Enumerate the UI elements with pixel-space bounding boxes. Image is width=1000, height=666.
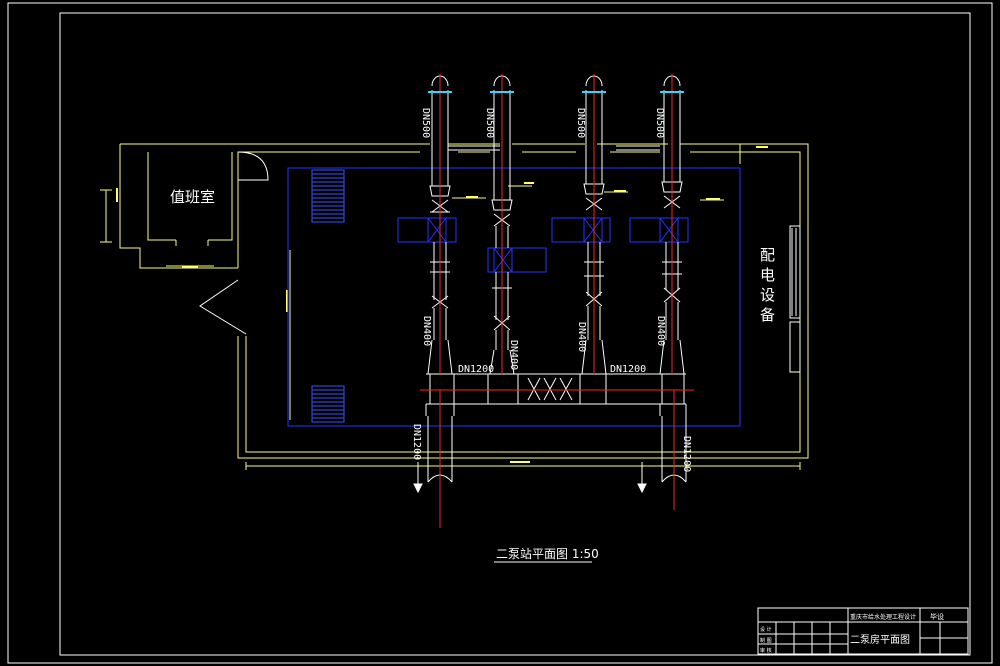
title-block-row-labels: 设 计 制 图 审 核 xyxy=(760,626,772,654)
label-suction-3: DN500 xyxy=(575,108,586,138)
label-suction-1: DN500 xyxy=(420,108,431,138)
outlet-arrows xyxy=(413,462,647,494)
title-block-drawing-name: 二泵房平面图 xyxy=(850,633,910,646)
stair-top xyxy=(311,169,345,223)
stair-bottom xyxy=(311,385,345,423)
dimension-ticks xyxy=(116,146,768,463)
label-outlet-right: DN1200 xyxy=(681,436,692,472)
svg-text:设 计: 设 计 xyxy=(760,626,772,633)
label-header-left: DN1200 xyxy=(458,364,494,375)
pump-unit-3 xyxy=(551,217,611,243)
svg-text:设: 设 xyxy=(760,286,775,304)
label-header-right: DN1200 xyxy=(610,364,646,375)
label-suction-4: DN500 xyxy=(654,108,665,138)
label-discharge-3: DN400 xyxy=(576,322,587,352)
svg-text:制 图: 制 图 xyxy=(760,637,772,644)
pump-unit-4 xyxy=(629,217,689,243)
pump-room-boundary xyxy=(287,167,741,427)
label-discharge-4: DN400 xyxy=(655,316,666,346)
svg-text:配: 配 xyxy=(760,246,775,264)
svg-text:备: 备 xyxy=(760,306,775,324)
label-discharge-2: DN400 xyxy=(508,340,519,370)
label-suction-2: DN500 xyxy=(484,108,495,138)
electrical-equipment-label: 配 电 设 备 xyxy=(760,246,775,324)
duty-room-label: 值班室 xyxy=(170,188,215,206)
title-block-project: 重庆市给水处理工程设计 xyxy=(850,613,916,621)
label-discharge-1: DN400 xyxy=(421,316,432,346)
svg-text:电: 电 xyxy=(760,266,775,284)
building-outline xyxy=(100,143,809,470)
drawing-title: 二泵站平面图 1:50 xyxy=(496,547,599,561)
pump-unit-1 xyxy=(397,217,457,243)
suction-pipe-2 xyxy=(489,75,515,375)
title-block xyxy=(757,607,969,655)
pump-unit-2 xyxy=(487,247,547,273)
label-outlet-left: DN1200 xyxy=(411,424,422,460)
svg-text:审 核: 审 核 xyxy=(760,647,772,654)
pipe-size-labels: DN500 DN500 DN500 DN500 DN400 DN400 DN40… xyxy=(411,108,692,472)
drawing-frame xyxy=(59,12,971,656)
pipe-centerlines xyxy=(420,74,694,528)
title-block-mark: 毕设 xyxy=(930,612,944,621)
sheet-border xyxy=(7,2,993,664)
